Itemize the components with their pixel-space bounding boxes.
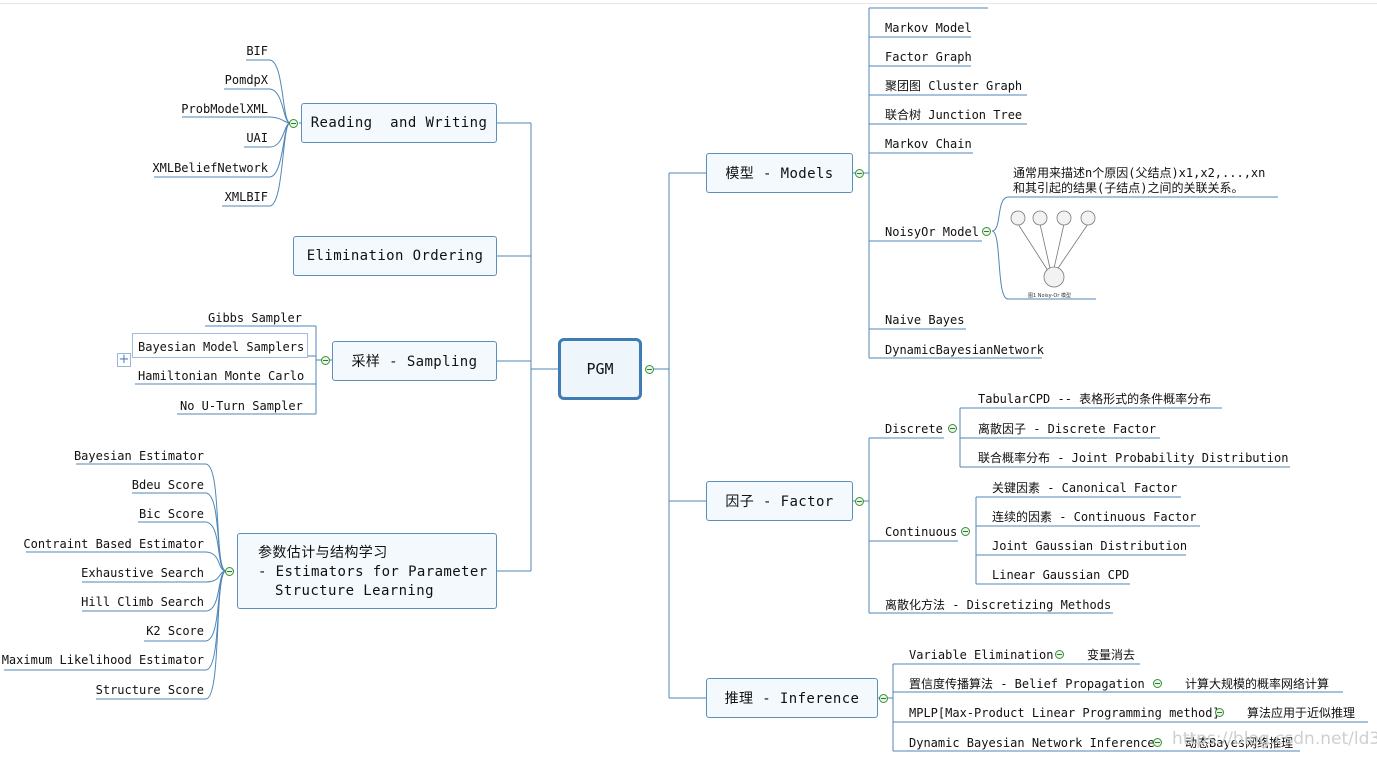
leaf-markov-chain[interactable]: Markov Chain [885,137,972,151]
topic-factor-label: 因子 - Factor [725,494,834,510]
collapse-toggle-sampling[interactable] [321,356,330,365]
note-mplp[interactable]: 算法应用于近似推理 [1247,706,1356,720]
leaf-pomdpx[interactable]: PomdpX [224,73,268,87]
leaf-markov-model[interactable]: Markov Model [885,21,972,35]
leaf-tabular-cpd[interactable]: TabularCPD -- 表格形式的条件概率分布 [978,392,1212,406]
leaf-factor-graph[interactable]: Factor Graph [885,50,972,64]
leaf-noisyor-model[interactable]: NoisyOr Model [885,225,979,239]
leaf-canonical-factor[interactable]: 关键因素 - Canonical Factor [992,481,1178,495]
topic-reading-writing[interactable]: Reading and Writing [301,103,497,143]
expand-plus-icon[interactable]: + [117,352,131,367]
collapse-toggle-noisyor[interactable] [982,227,991,236]
leaf-xmlbif[interactable]: XMLBIF [224,190,268,204]
leaf-probmodelxml[interactable]: ProbModelXML [181,102,268,116]
leaf-bif[interactable]: BIF [246,44,268,58]
topic-inference-label: 推理 - Inference [724,691,860,707]
topic-reading-writing-label: Reading and Writing [310,115,488,131]
collapse-toggle-continuous[interactable] [961,527,970,536]
leaf-uai[interactable]: UAI [246,131,268,145]
leaf-continuous-factor[interactable]: 连续的因素 - Continuous Factor [992,510,1197,524]
topic-elimination-ordering-label: Elimination Ordering [306,248,484,264]
root-node-pgm[interactable]: PGM [558,338,642,400]
leaf-bdeu-score[interactable]: Bdeu Score [131,478,204,492]
topic-estimators-line1: 参数估计与结构学习 [258,545,388,561]
leaf-discrete-factor[interactable]: 离散因子 - Discrete Factor [978,422,1157,436]
topic-estimators[interactable]: 参数估计与结构学习 - Estimators for Parameter Str… [237,533,497,609]
leaf-joint-probability-distribution[interactable]: 联合概率分布 - Joint Probability Distribution [978,451,1289,465]
noisyor-note-line1: 通常用来描述n个原因(父结点)x1,x2,...,xn [1013,166,1266,180]
leaf-naive-bayes[interactable]: Naive Bayes [885,313,965,327]
leaf-discrete[interactable]: Discrete [885,422,943,436]
leaf-junction-tree[interactable]: 联合树 Junction Tree [885,108,1023,122]
collapse-toggle-inference[interactable] [879,694,888,703]
leaf-contraint-based-estimator[interactable]: Contraint Based Estimator [23,537,204,551]
root-label: PGM [586,360,614,378]
leaf-mplp[interactable]: MPLP[Max-Product Linear Programming meth… [909,706,1220,720]
note-belief-propagation[interactable]: 计算大规模的概率网络计算 [1185,677,1330,691]
topic-sampling-label: 采样 - Sampling [351,354,478,370]
leaf-bayesian-estimator[interactable]: Bayesian Estimator [73,449,204,463]
leaf-dbn-inference[interactable]: Dynamic Bayesian Network Inference [909,736,1155,750]
noisyor-note: 通常用来描述n个原因(父结点)x1,x2,...,xn 和其引起的结果(子结点)… [1013,166,1265,196]
leaf-joint-gaussian-distribution[interactable]: Joint Gaussian Distribution [992,539,1188,553]
collapse-toggle-discrete[interactable] [948,424,957,433]
note-variable-elimination[interactable]: 变量消去 [1087,648,1136,662]
topic-elimination-ordering[interactable]: Elimination Ordering [293,236,497,276]
topic-estimators-line3: Structure Learning [275,583,434,599]
leaf-bic-score[interactable]: Bic Score [138,507,204,521]
leaf-discretizing-methods[interactable]: 离散化方法 - Discretizing Methods [885,598,1112,612]
leaf-variable-elimination[interactable]: Variable Elimination [909,648,1054,662]
collapse-toggle-models[interactable] [855,169,864,178]
leaf-hamiltonian-monte-carlo[interactable]: Hamiltonian Monte Carlo [138,369,305,383]
topic-sampling[interactable]: 采样 - Sampling [332,341,497,381]
leaf-structure-score[interactable]: Structure Score [95,683,204,697]
collapse-toggle-mplp[interactable] [1215,708,1224,717]
top-border [0,0,1377,4]
leaf-belief-propagation[interactable]: 置信度传播算法 - Belief Propagation [909,677,1145,691]
leaf-bayesian-model-samplers[interactable]: Bayesian Model Samplers [138,340,305,354]
leaf-dynamic-bayesian-network[interactable]: DynamicBayesianNetwork [885,343,1044,357]
collapse-toggle-reading-writing[interactable] [289,119,298,128]
leaf-cluster-graph[interactable]: 聚团图 Cluster Graph [885,79,1023,93]
note-dbn-inference[interactable]: 动态Bayes网络推理 [1185,736,1294,750]
topic-estimators-line2: - Estimators for Parameter [258,564,488,580]
leaf-no-u-turn-sampler[interactable]: No U-Turn Sampler [180,399,303,413]
topic-factor[interactable]: 因子 - Factor [706,481,853,521]
leaf-hill-climb-search[interactable]: Hill Climb Search [81,595,204,609]
collapse-toggle-root[interactable] [645,365,654,374]
leaf-k2-score[interactable]: K2 Score [146,624,204,638]
collapse-toggle-factor[interactable] [855,497,864,506]
leaf-linear-gaussian-cpd[interactable]: Linear Gaussian CPD [992,568,1130,582]
leaf-continuous[interactable]: Continuous [885,525,958,539]
selected-leaf-frame [132,333,308,358]
collapse-toggle-variable-elimination[interactable] [1055,650,1064,659]
collapse-toggle-dbn-inference[interactable] [1153,738,1162,747]
collapse-toggle-estimators[interactable] [225,567,234,576]
topic-models-label: 模型 - Models [725,166,834,182]
noisyor-figure: 图1 Noisy-Or 模型 [1010,210,1096,299]
topic-models[interactable]: 模型 - Models [706,153,853,193]
noisyor-figure-caption: 图1 Noisy-Or 模型 [1028,292,1071,299]
collapse-toggle-belief-propagation[interactable] [1153,679,1162,688]
leaf-gibbs-sampler[interactable]: Gibbs Sampler [208,311,302,325]
leaf-exhaustive-search[interactable]: Exhaustive Search [81,566,204,580]
topic-inference[interactable]: 推理 - Inference [706,678,878,718]
leaf-xmlbeliefnetwork[interactable]: XMLBeliefNetwork [152,161,268,175]
watermark: https://blog.csdn.net/ld326 [1172,729,1377,749]
noisyor-note-line2: 和其引起的结果(子结点)之间的关联关系。 [1013,181,1244,195]
leaf-maximum-likelihood-estimator[interactable]: Maximum Likelihood Estimator [1,653,204,667]
